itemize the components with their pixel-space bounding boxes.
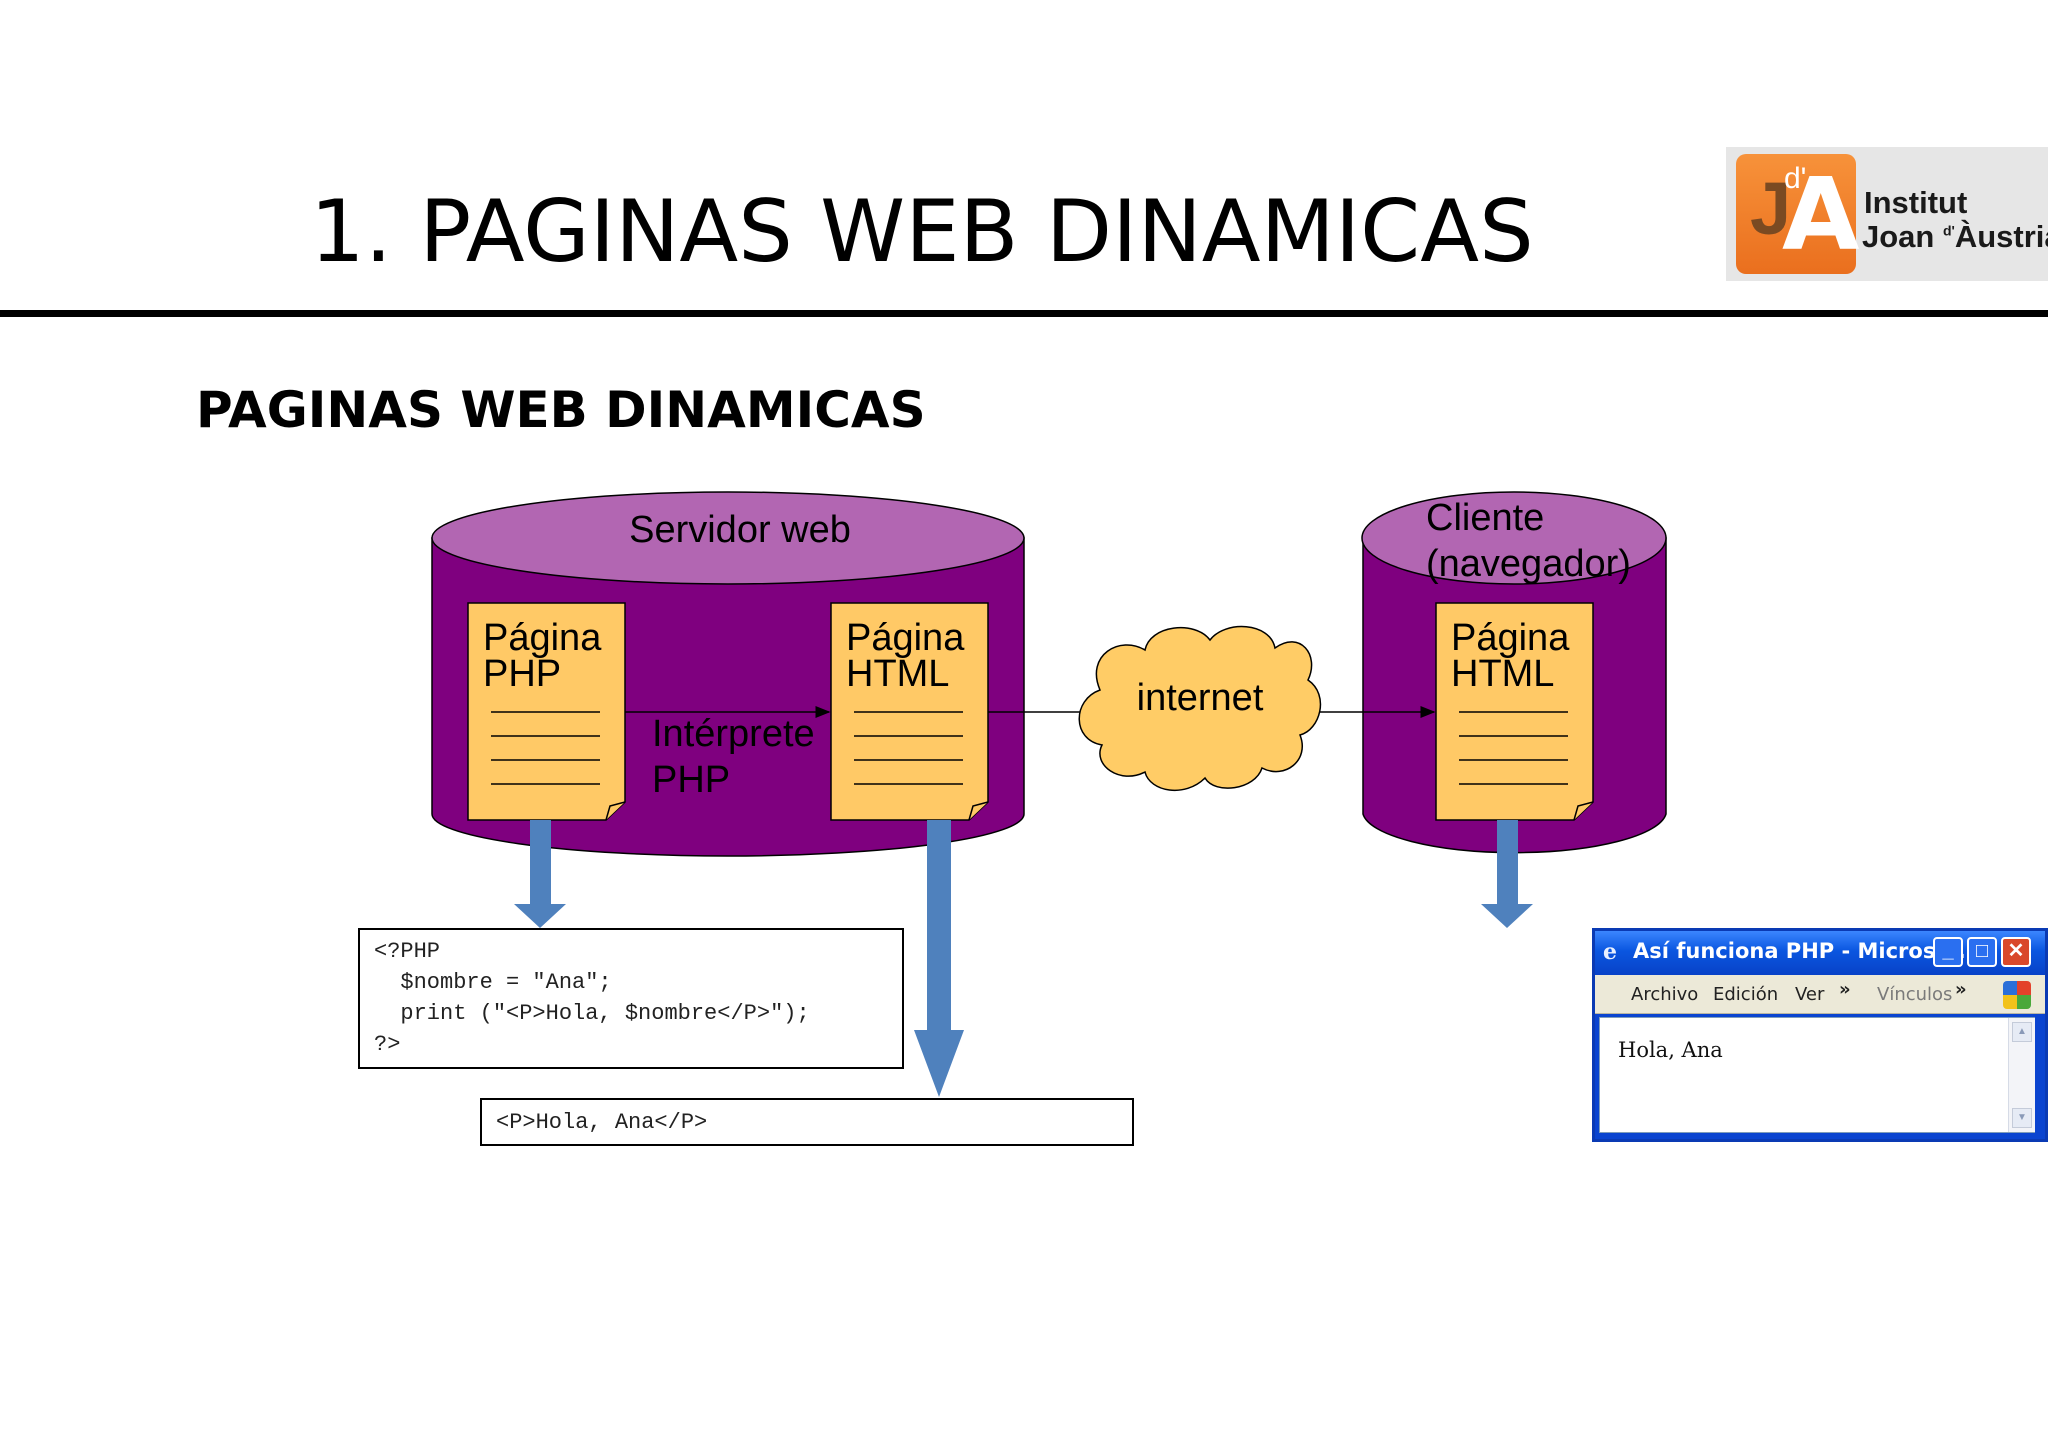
interpreter-label-line2: PHP — [652, 759, 730, 801]
php-code-line: <?PHP — [374, 939, 441, 964]
html-page-label-line2: HTML — [846, 653, 949, 695]
close-button[interactable]: ✕ — [2001, 937, 2031, 967]
browser-title: Así funciona PHP - Microso... — [1633, 939, 1974, 963]
php-page-label-line2: PHP — [483, 653, 561, 695]
php-code-box: <?PHP $nombre = "Ana"; print ("<P>Hola, … — [358, 928, 904, 1069]
menu-edicion[interactable]: Edición — [1713, 984, 1779, 1005]
internet-label: internet — [1137, 677, 1264, 719]
logo-text-d: d' — [1942, 222, 1955, 239]
logo-mark-d: d' — [1784, 162, 1807, 195]
slide-title: 1. PAGINAS WEB DINAMICAS — [310, 182, 1534, 282]
internet-cloud: internet — [1078, 625, 1322, 792]
client-page-label-line1: Página — [1451, 617, 1570, 659]
links-overflow-chevron-icon[interactable]: » — [1955, 979, 1967, 1000]
logo-text-line1: Institut — [1864, 185, 1968, 220]
scroll-up-icon[interactable]: ▲ — [2012, 1022, 2032, 1042]
windows-flag-icon — [2003, 981, 2031, 1009]
logo-text-austria: Àustria — [1954, 219, 2048, 254]
logo-mark: J A d' — [1736, 154, 1860, 274]
php-to-code-arrow — [514, 820, 566, 928]
client-label-line1: Cliente — [1426, 497, 1544, 539]
interpreter-label-line1: Intérprete — [652, 713, 815, 755]
php-code-line: print ("<P>Hola, $nombre</P>"); — [374, 1001, 810, 1026]
client-html-page-document: Página HTML — [1435, 602, 1594, 821]
client-label-line2: (navegador) — [1426, 543, 1631, 585]
maximize-button[interactable]: □ — [1967, 937, 1997, 967]
html-page-document: Página HTML — [830, 602, 989, 821]
menu-vinculos[interactable]: Vínculos — [1877, 984, 1953, 1005]
logo-text-joan: Joan — [1862, 219, 1943, 254]
php-page-label-line1: Página — [483, 617, 602, 659]
client-page-label-line2: HTML — [1451, 653, 1554, 695]
logo-text-line2: Joan d'Àustria — [1862, 219, 2048, 255]
browser-window[interactable]: e Así funciona PHP - Microso... _ □ ✕ Ar… — [1592, 928, 2048, 1142]
browser-content-area: Hola, Ana ▲ ▼ — [1599, 1017, 2035, 1133]
server-label: Servidor web — [629, 509, 851, 551]
menu-archivo[interactable]: Archivo — [1631, 984, 1699, 1005]
html-page-label-line1: Página — [846, 617, 965, 659]
browser-page-text: Hola, Ana — [1618, 1038, 1723, 1062]
browser-titlebar[interactable]: e Así funciona PHP - Microso... _ □ ✕ — [1595, 931, 2045, 975]
logo-mark-j: J — [1750, 167, 1792, 250]
minimize-button[interactable]: _ — [1933, 937, 1963, 967]
html-output-box: <P>Hola, Ana</P> — [480, 1098, 1134, 1146]
php-code-line: $nombre = "Ana"; — [374, 970, 612, 995]
php-page-document: Página PHP — [467, 602, 626, 821]
ie-icon: e — [1603, 939, 1617, 965]
title-divider — [0, 310, 2048, 317]
php-code-line: ?> — [374, 1032, 401, 1057]
scroll-down-icon[interactable]: ▼ — [2012, 1108, 2032, 1128]
logo-mark-a: A — [1782, 156, 1860, 273]
html-to-output-arrow — [914, 820, 964, 1097]
browser-scrollbar[interactable]: ▲ ▼ — [2008, 1018, 2035, 1132]
menu-ver[interactable]: Ver — [1795, 984, 1825, 1005]
client-to-browser-arrow — [1481, 820, 1533, 928]
section-heading: PAGINAS WEB DINAMICAS — [196, 381, 926, 439]
menu-overflow-chevron-icon[interactable]: » — [1839, 979, 1851, 1000]
institut-logo: J A d' Institut Joan d'Àustria — [1726, 147, 2048, 281]
browser-menubar: Archivo Edición Ver » Vínculos » — [1595, 975, 2045, 1014]
